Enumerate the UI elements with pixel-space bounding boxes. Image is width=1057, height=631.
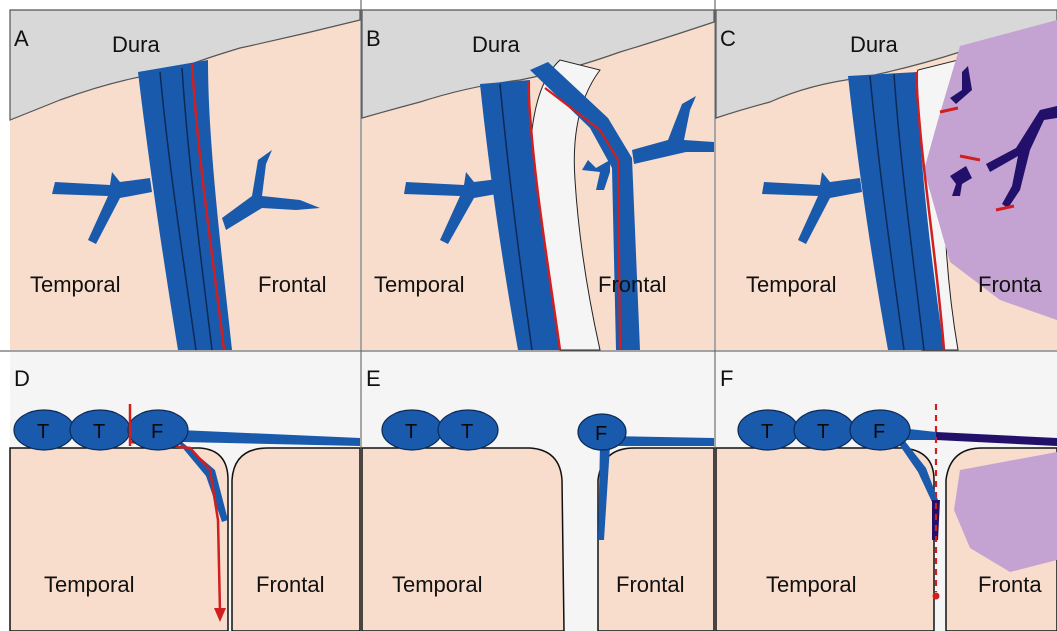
frontal-label: Frontal bbox=[256, 572, 324, 597]
panel-b: B Dura Temporal Frontal bbox=[362, 10, 714, 350]
temporal-lobe bbox=[716, 448, 934, 631]
panel-f: T T F F Temporal Fronta bbox=[716, 352, 1057, 631]
resection-end bbox=[933, 593, 940, 600]
panel-c: C Dura Temporal Fronta bbox=[716, 10, 1057, 350]
node-label: F bbox=[151, 421, 163, 443]
node-label: T bbox=[817, 421, 829, 443]
dura-label: Dura bbox=[850, 32, 898, 57]
panel-e: T T F E Temporal Frontal bbox=[362, 352, 714, 631]
temporal-label: Temporal bbox=[44, 572, 134, 597]
temporal-label: Temporal bbox=[30, 272, 120, 297]
temporal-lobe bbox=[10, 448, 228, 631]
temporal-lobe bbox=[362, 448, 564, 631]
frontal-label: Frontal bbox=[616, 572, 684, 597]
panel-letter: A bbox=[14, 26, 29, 51]
panel-letter: E bbox=[366, 366, 381, 391]
node-label: T bbox=[37, 421, 49, 443]
panel-a: A Dura Temporal Frontal bbox=[10, 10, 360, 350]
panel-letter: D bbox=[14, 366, 30, 391]
panel-letter: C bbox=[720, 26, 736, 51]
dura-label: Dura bbox=[112, 32, 160, 57]
dura-label: Dura bbox=[472, 32, 520, 57]
node-label: T bbox=[761, 421, 773, 443]
panel-letter: F bbox=[720, 366, 733, 391]
frontal-label: Fronta bbox=[978, 572, 1042, 597]
node-label: F bbox=[873, 421, 885, 443]
temporal-label: Temporal bbox=[392, 572, 482, 597]
temporal-label: Temporal bbox=[766, 572, 856, 597]
panel-letter: B bbox=[366, 26, 381, 51]
node-label: T bbox=[461, 421, 473, 443]
temporal-label: Temporal bbox=[746, 272, 836, 297]
node-label: F bbox=[595, 423, 607, 445]
panel-d: T T F D Temporal Frontal bbox=[10, 352, 360, 631]
node-label: T bbox=[405, 421, 417, 443]
frontal-label: Frontal bbox=[598, 272, 666, 297]
temporal-label: Temporal bbox=[374, 272, 464, 297]
frontal-lobe bbox=[232, 448, 360, 631]
node-label: T bbox=[93, 421, 105, 443]
frontal-label: Frontal bbox=[258, 272, 326, 297]
frontal-label: Fronta bbox=[978, 272, 1042, 297]
frontal-lobe bbox=[598, 448, 714, 631]
